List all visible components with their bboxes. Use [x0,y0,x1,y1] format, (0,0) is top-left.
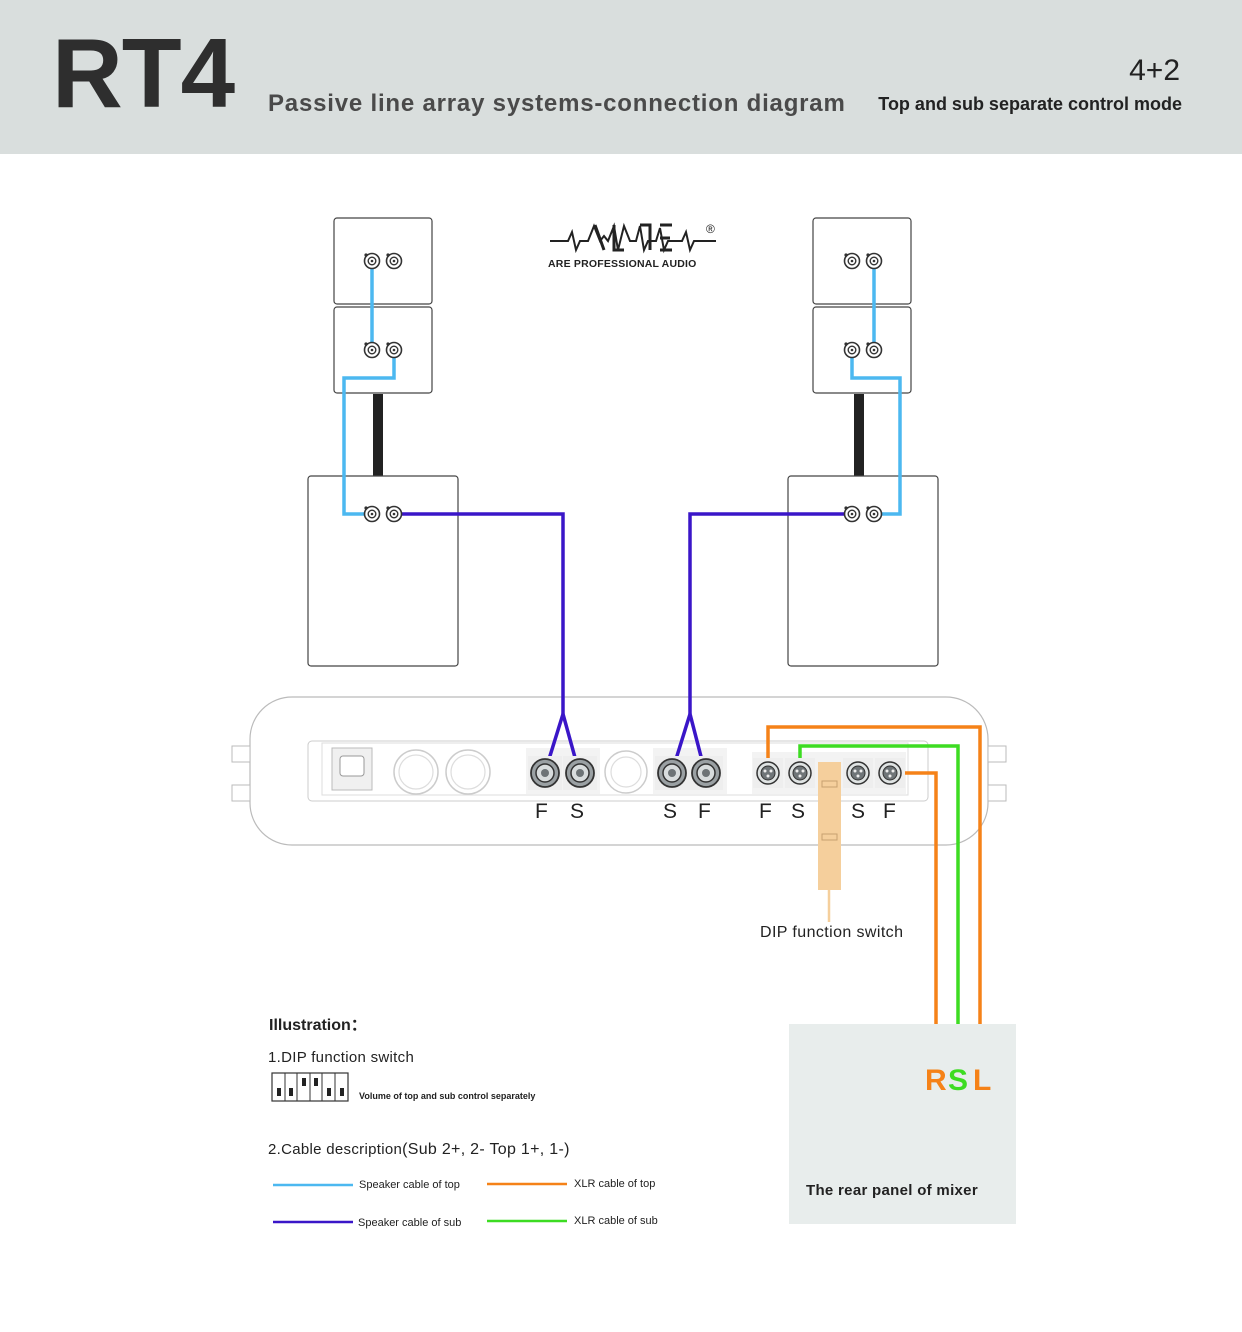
illustration-title: Illustration： [269,1017,367,1034]
cable-description-prefix: 2.Cable description [268,1141,403,1158]
legend-speaker-sub: Speaker cable of sub [358,1217,462,1229]
page-subtitle: Passive line array systems-connection di… [268,90,846,117]
speakon-label-4: F [698,800,711,823]
logo-text: ARE PROFESSIONAL AUDIO [548,258,697,270]
xlr-label-1: F [759,800,772,823]
xlr-label-4: F [883,800,896,823]
dip-description: Volume of top and sub control separately [359,1091,536,1101]
right-speaker-stack [787,217,939,667]
model-name: RT4 [52,18,235,128]
mixer-caption: The rear panel of mixer [806,1182,978,1199]
mixer-rear-panel [789,1024,1016,1224]
legend-speaker-top: Speaker cable of top [359,1179,460,1191]
speakon-label-1: F [535,800,548,823]
mixer-letter-r: R [925,1064,947,1097]
speakon-label-2: S [570,800,585,823]
xlr-label-3: S [851,800,866,823]
mode-description: Top and sub separate control mode [878,94,1182,114]
speaker-cables-top [342,261,902,516]
dip-function-switch-label: DIP function switch [760,924,904,941]
cable-legend [273,1182,567,1224]
illustration-item-2: 2.Cable description(Sub 2+, 2- Top 1+, 1… [268,1141,570,1159]
cable-description-detail: (Sub 2+, 2- Top 1+, 1-) [402,1141,570,1158]
mixer-letter-l: L [973,1064,992,1097]
speakon-label-3: S [663,800,678,823]
xlr-label-2: S [791,800,806,823]
mode-number: 4+2 [1129,54,1180,87]
mixer-letter-s: S [948,1064,969,1097]
legend-xlr-top: XLR cable of top [574,1178,656,1190]
dip-switch-icon [271,1072,349,1102]
header-banner: RT4 Passive line array systems-connectio… [0,0,1242,154]
legend-xlr-sub: XLR cable of sub [574,1215,658,1227]
registered-mark: ® [706,222,715,236]
left-speaker-stack [307,217,459,667]
dip-switch [818,762,841,922]
are-logo: ® [550,222,716,254]
illustration-item-1: 1.DIP function switch [268,1049,415,1066]
